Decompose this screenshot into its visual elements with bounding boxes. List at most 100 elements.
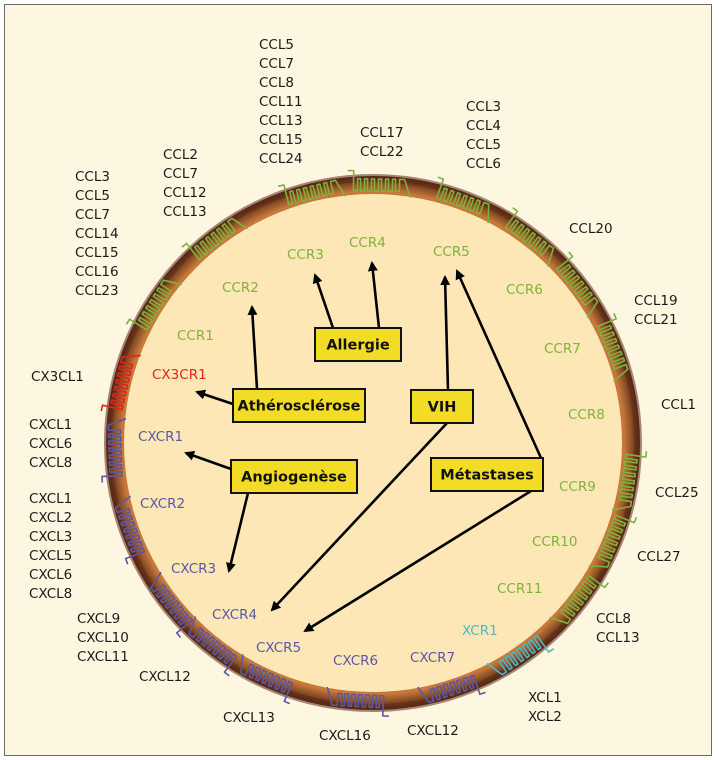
ligand-label: CCL1 bbox=[661, 397, 696, 413]
ccr4-receptor-label: CCR4 bbox=[349, 235, 386, 251]
cxcr1-receptor-glyph bbox=[101, 417, 127, 483]
ccr3-receptor-glyph bbox=[277, 179, 347, 206]
ligand-label: CCL17 bbox=[360, 125, 404, 141]
ccr11-receptor-glyph bbox=[549, 574, 609, 625]
ligand-label: CCL25 bbox=[655, 485, 699, 501]
disease-arrows bbox=[184, 261, 543, 633]
ligand-label: CCL13 bbox=[163, 204, 207, 220]
metastases-box-rect bbox=[430, 457, 544, 492]
metastases-box-label: Métastases bbox=[440, 468, 533, 484]
cell-interior bbox=[124, 194, 622, 692]
ccr7-receptor-label: CCR7 bbox=[544, 341, 581, 357]
cxcr5-ligands: CXCL13 bbox=[223, 710, 275, 726]
atherosclerose-box-rect bbox=[232, 388, 366, 423]
ccr10-receptor-glyph bbox=[588, 514, 638, 568]
ligand-label: CCL2 bbox=[163, 147, 198, 163]
angiogenese-box-rect bbox=[230, 459, 358, 494]
cx3cr1-ligands: CX3CL1 bbox=[31, 369, 84, 385]
ccr9-ligands: CCL25 bbox=[655, 485, 699, 501]
ligand-label: CCL7 bbox=[75, 207, 110, 223]
vih-arrow-5 bbox=[270, 422, 448, 612]
ligand-label: CCL14 bbox=[75, 226, 119, 242]
cxcr5-receptor-label: CXCR5 bbox=[256, 640, 301, 656]
ligand-label: CCL8 bbox=[259, 75, 294, 91]
ligand-label: CCL3 bbox=[75, 169, 110, 185]
ligand-label: CXCL3 bbox=[29, 529, 72, 545]
ccr8-ligands: CCL1 bbox=[661, 397, 696, 413]
ligand-label: CCL12 bbox=[163, 185, 207, 201]
allergie-box: Allergie bbox=[314, 327, 402, 362]
ccr6-receptor-label: CCR6 bbox=[506, 282, 543, 298]
ccr10-receptor-label: CCR10 bbox=[532, 534, 577, 550]
xcr1-receptor-label: XCR1 bbox=[462, 623, 498, 639]
ligand-label: CCL15 bbox=[259, 132, 303, 148]
cell bbox=[104, 174, 642, 712]
cell-membrane-dark-ring bbox=[104, 174, 642, 712]
ligand-label: CCL13 bbox=[596, 630, 640, 646]
vih-arrow-4 bbox=[440, 275, 451, 391]
ligand-label: CCL7 bbox=[259, 56, 294, 72]
cxcr5-receptor-glyph bbox=[240, 654, 294, 705]
ligand-label: CCL15 bbox=[75, 245, 119, 261]
atherosclerose-box: Athérosclérose bbox=[232, 388, 366, 423]
cxcr3-receptor-label: CXCR3 bbox=[171, 561, 216, 577]
ligand-label: CXCL1 bbox=[29, 491, 72, 507]
ligand-label: CXCL8 bbox=[29, 586, 72, 602]
cxcr2-receptor-glyph bbox=[114, 495, 146, 565]
cxcr3-receptor-glyph bbox=[150, 571, 194, 638]
ligand-label: CXCL12 bbox=[139, 669, 191, 685]
allergie-box-rect bbox=[314, 327, 402, 362]
metastases-arrow-9 bbox=[303, 489, 532, 633]
xcr1-receptor-glyph bbox=[486, 634, 555, 676]
ligand-label: CXCL6 bbox=[29, 436, 72, 452]
ligand-label: XCL2 bbox=[528, 709, 562, 725]
ccr8-receptor-label: CCR8 bbox=[568, 407, 605, 423]
ligand-label: CCL7 bbox=[163, 166, 198, 182]
ccr6-ligands: CCL20 bbox=[569, 221, 613, 237]
ligand-label: CXCL6 bbox=[29, 567, 72, 583]
cxcr4-receptor-glyph bbox=[188, 616, 238, 677]
cxcr7-ligands: CXCL12 bbox=[407, 723, 459, 739]
ccr5-receptor-label: CCR5 bbox=[433, 244, 470, 260]
ccr3-receptor-label: CCR3 bbox=[287, 247, 324, 263]
ligand-label: CCL27 bbox=[637, 549, 681, 565]
ccr2-receptor-label: CCR2 bbox=[222, 280, 259, 296]
ligand-label: CXCL11 bbox=[77, 649, 129, 665]
metastases-box: Métastases bbox=[430, 457, 544, 492]
angiogenese-arrow-7 bbox=[226, 492, 250, 573]
cx3cr1-receptor-glyph bbox=[100, 354, 141, 412]
angiogenese-box: Angiogenèse bbox=[230, 459, 358, 494]
receptor-labels: CCR1CCR2CCR3CCR4CCR5CCR6CCR7CCR8CCR9CCR1… bbox=[138, 235, 605, 669]
chemokine-receptor-diagram: CCR1CCR2CCR3CCR4CCR5CCR6CCR7CCR8CCR9CCR1… bbox=[29, 37, 699, 744]
ligand-label: XCL1 bbox=[528, 690, 562, 706]
ccr5-receptor-glyph bbox=[435, 176, 490, 224]
ligand-label: CCL24 bbox=[259, 151, 303, 167]
ccr7-receptor-glyph bbox=[556, 251, 599, 318]
cxcr2-receptor-label: CXCR2 bbox=[140, 496, 185, 512]
ligand-label: CCL8 bbox=[596, 611, 631, 627]
metastases-arrow-8 bbox=[455, 269, 543, 459]
ccr1-receptor-glyph bbox=[125, 279, 183, 331]
ligand-label: CX3CL1 bbox=[31, 369, 84, 385]
ccr9-receptor-glyph bbox=[611, 451, 648, 511]
cxcr6-receptor-label: CXCR6 bbox=[333, 653, 378, 669]
ligand-label: CCL23 bbox=[75, 283, 119, 299]
ligand-label: CCL5 bbox=[259, 37, 294, 53]
ligand-labels: CCL3CCL5CCL7CCL14CCL15CCL16CCL23CCL2CCL7… bbox=[29, 37, 699, 744]
ligand-label: CCL13 bbox=[259, 113, 303, 129]
ligand-label: CCL22 bbox=[360, 144, 404, 160]
ccr9-receptor-label: CCR9 bbox=[559, 479, 596, 495]
ligand-label: CCL6 bbox=[466, 156, 501, 172]
ccr6-receptor-glyph bbox=[504, 207, 555, 267]
ligand-label: CCL11 bbox=[259, 94, 303, 110]
cxcr7-receptor-label: CXCR7 bbox=[410, 650, 455, 666]
